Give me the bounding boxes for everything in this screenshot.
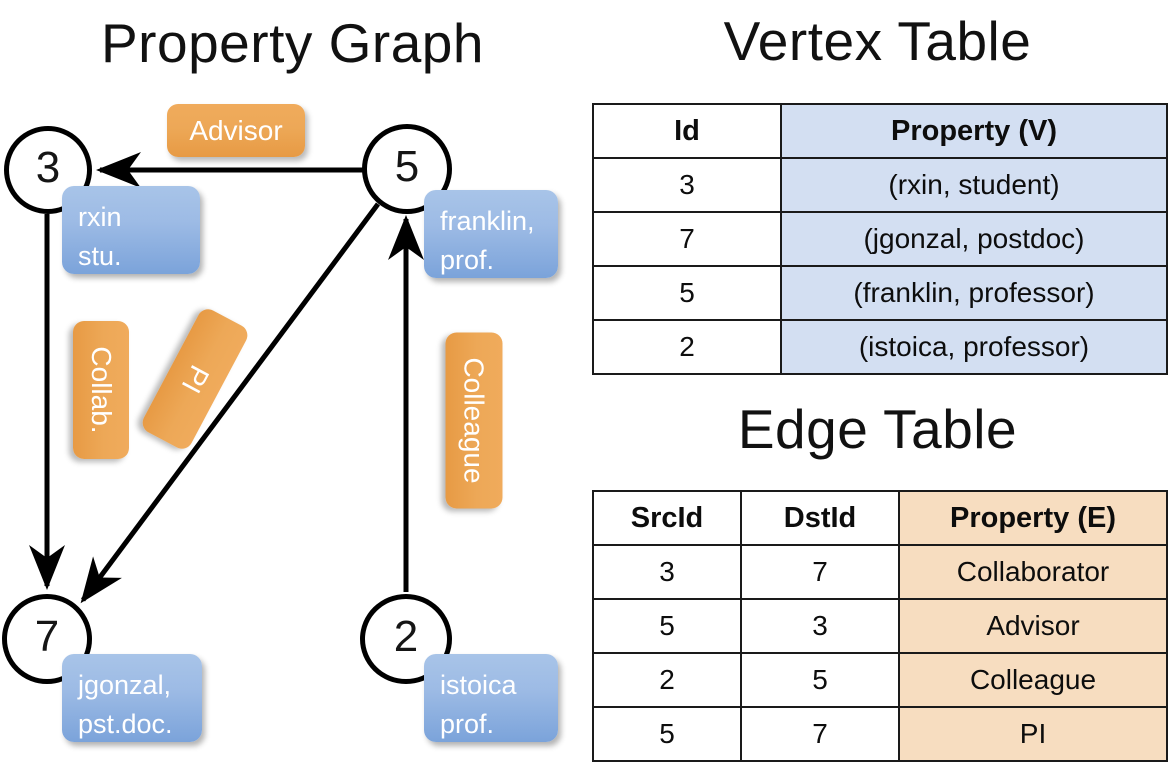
- table-row[interactable]: 3 7 Collaborator: [592, 544, 1168, 600]
- edge-cell-srcid: 3: [592, 544, 742, 600]
- property-graph-diagram: 3 5 7 2 rxin stu. franklin, prof. jgonza…: [0, 0, 585, 760]
- graph-node-2-id: 2: [393, 612, 419, 661]
- table-row[interactable]: 3 (rxin, student): [592, 157, 1168, 213]
- edge-cell-dstid: 7: [740, 706, 900, 762]
- edge-cell-dstid: 5: [740, 652, 900, 708]
- edge-cell-property: Advisor: [898, 598, 1168, 654]
- vertex-property-box-3[interactable]: rxin stu.: [62, 186, 200, 274]
- graph-node-3-id: 3: [35, 143, 61, 192]
- edge-label-advisor[interactable]: Advisor: [167, 104, 305, 157]
- page-title-edge-table: Edge Table: [737, 398, 1018, 460]
- edge-label-collab[interactable]: Collab.: [73, 321, 129, 459]
- edge-cell-srcid: 5: [592, 598, 742, 654]
- vertex-property-name-5: franklin,: [440, 206, 535, 236]
- edge-cell-property: Collaborator: [898, 544, 1168, 600]
- vertex-cell-property: (rxin, student): [780, 157, 1168, 213]
- vertex-cell-property: (jgonzal, postdoc): [780, 211, 1168, 267]
- graph-node-2[interactable]: 2: [360, 594, 452, 684]
- vertex-table: Id Property (V) 3 (rxin, student) 7 (jgo…: [592, 103, 1168, 375]
- vertex-property-box-2[interactable]: istoica prof.: [424, 654, 558, 742]
- vertex-cell-property: (istoica, professor): [780, 319, 1168, 375]
- vertex-cell-id: 5: [592, 265, 782, 321]
- table-row[interactable]: 7 (jgonzal, postdoc): [592, 211, 1168, 267]
- table-row[interactable]: 5 7 PI: [592, 706, 1168, 762]
- vertex-property-role-7: pst.doc.: [78, 709, 173, 740]
- page-title-vertex-table: Vertex Table: [723, 10, 1032, 72]
- vertex-property-box-7[interactable]: jgonzal, pst.doc.: [62, 654, 202, 742]
- graph-node-5[interactable]: 5: [362, 124, 452, 214]
- edge-cell-srcid: 5: [592, 706, 742, 762]
- vertex-table-header-id: Id: [592, 103, 782, 159]
- vertex-property-role-2: prof.: [440, 709, 495, 740]
- table-row[interactable]: 2 5 Colleague: [592, 652, 1168, 708]
- graph-node-5-id: 5: [394, 142, 420, 191]
- vertex-cell-id: 7: [592, 211, 782, 267]
- vertex-table-header-property: Property (V): [780, 103, 1168, 159]
- vertex-property-name-2: istoica: [440, 670, 517, 700]
- edge-cell-property: PI: [898, 706, 1168, 762]
- edge-cell-dstid: 3: [740, 598, 900, 654]
- edge-cell-property: Colleague: [898, 652, 1168, 708]
- vertex-table-header-row: Id Property (V): [592, 103, 1168, 159]
- graph-edges-svg: [29, 152, 424, 604]
- vertex-property-role-5: prof.: [440, 245, 495, 276]
- table-row[interactable]: 5 3 Advisor: [592, 598, 1168, 654]
- edge-table-header-srcid: SrcId: [592, 490, 742, 546]
- vertex-cell-id: 3: [592, 157, 782, 213]
- graph-node-7-id: 7: [34, 612, 60, 661]
- vertex-cell-property: (franklin, professor): [780, 265, 1168, 321]
- table-row[interactable]: 5 (franklin, professor): [592, 265, 1168, 321]
- table-row[interactable]: 2 (istoica, professor): [592, 319, 1168, 375]
- edge-cell-dstid: 7: [740, 544, 900, 600]
- vertex-cell-id: 2: [592, 319, 782, 375]
- page-title-property-graph: Property Graph: [100, 12, 484, 74]
- edge-table: SrcId DstId Property (E) 3 7 Collaborato…: [592, 490, 1168, 762]
- vertex-property-name-3: rxin: [78, 202, 122, 232]
- edge-table-header-dstid: DstId: [740, 490, 900, 546]
- edge-table-header-property: Property (E): [898, 490, 1168, 546]
- edge-5-to-7-pi: [80, 202, 381, 604]
- edge-label-colleague[interactable]: Colleague: [445, 332, 503, 509]
- edge-table-header-row: SrcId DstId Property (E): [592, 490, 1168, 546]
- edge-cell-srcid: 2: [592, 652, 742, 708]
- vertex-property-role-3: stu.: [78, 241, 122, 272]
- vertex-property-box-5[interactable]: franklin, prof.: [424, 190, 558, 278]
- vertex-property-name-7: jgonzal,: [78, 670, 172, 700]
